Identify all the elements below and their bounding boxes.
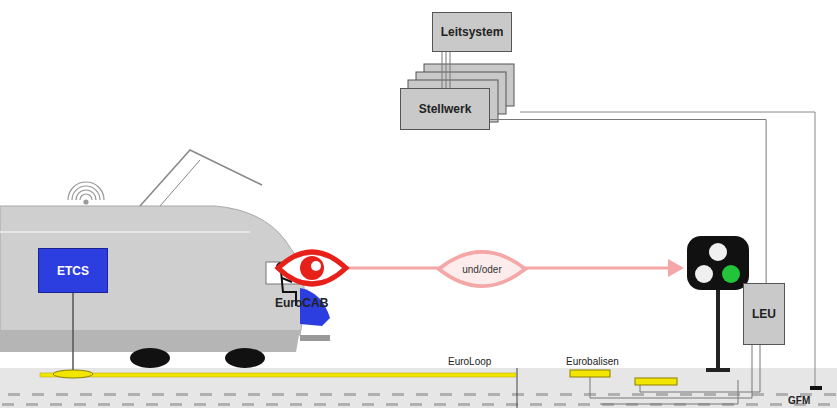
control-system-box: Leitsystem: [432, 12, 512, 52]
pantograph: [140, 150, 262, 206]
gfm-wire: [520, 112, 815, 386]
signal-head: [687, 236, 749, 290]
locomotive-body: [0, 206, 306, 342]
section-divider: [517, 368, 518, 408]
coupler: [300, 335, 330, 341]
wheel: [130, 348, 170, 368]
body-stripe: [0, 231, 250, 233]
driver-eye: [278, 252, 346, 284]
eurobalise: [635, 378, 677, 385]
cab-label: EuroCAB: [275, 296, 328, 310]
radio-antenna: [68, 182, 104, 204]
gfm-label: GFM: [788, 395, 810, 406]
signal-mast: [716, 288, 720, 372]
track-ties: [0, 368, 837, 408]
gfm-device: [810, 386, 822, 390]
loop-label: EuroLoop: [448, 356, 491, 367]
node-text: und/oder: [462, 264, 501, 275]
signal-base: [706, 368, 730, 372]
leu-box: LEU: [743, 283, 785, 345]
signal-lamp: [722, 265, 740, 283]
sight-arrowhead: [668, 259, 684, 277]
train-antenna: [53, 370, 93, 378]
node-text: Leitsystem: [441, 25, 504, 39]
signal-lamp: [695, 265, 713, 283]
balise-label: Eurobalisen: [566, 356, 619, 367]
etcs-unit-box: ETCS: [38, 248, 108, 293]
balise-wire: [640, 345, 760, 392]
eurobalise: [570, 370, 610, 377]
balise-wire: [600, 380, 738, 404]
balise-wire: [590, 345, 752, 398]
signal-lamp: [709, 243, 727, 261]
node-text: ETCS: [57, 264, 89, 278]
eye-lens: [439, 252, 525, 286]
signal-wire: [442, 52, 450, 88]
track-bed: [0, 368, 837, 408]
pantograph: [160, 160, 200, 206]
signal-wire: [490, 120, 766, 284]
sight-eye: und/oder: [436, 242, 528, 296]
wheel: [225, 348, 265, 368]
antenna-stand: [72, 293, 74, 372]
euroloop-cable: [40, 373, 516, 377]
node-text: LEU: [752, 307, 776, 321]
interlocking-box: Stellwerk: [400, 88, 490, 130]
node-text: Stellwerk: [419, 102, 472, 116]
